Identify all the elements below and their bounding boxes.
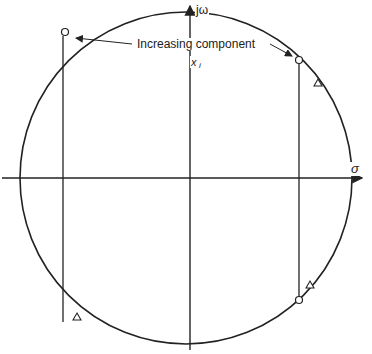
conjugate-line — [62, 36, 63, 322]
annotation-text: Increasing component — [136, 38, 256, 51]
pole-marker — [296, 297, 303, 304]
conjugate-line — [298, 62, 299, 300]
leader-arrow — [270, 44, 292, 56]
variable-subscript: i — [198, 62, 202, 71]
axis-label: σ — [350, 162, 360, 176]
axis-label: jω — [195, 4, 209, 17]
zero-marker — [73, 313, 81, 320]
pole-marker — [296, 57, 303, 64]
zero-marker — [314, 79, 322, 86]
variable-label: x — [190, 56, 198, 68]
pole-marker — [62, 29, 69, 36]
zero-marker — [306, 281, 314, 288]
sigma-axis — [2, 177, 362, 178]
leader-arrow — [76, 38, 132, 44]
